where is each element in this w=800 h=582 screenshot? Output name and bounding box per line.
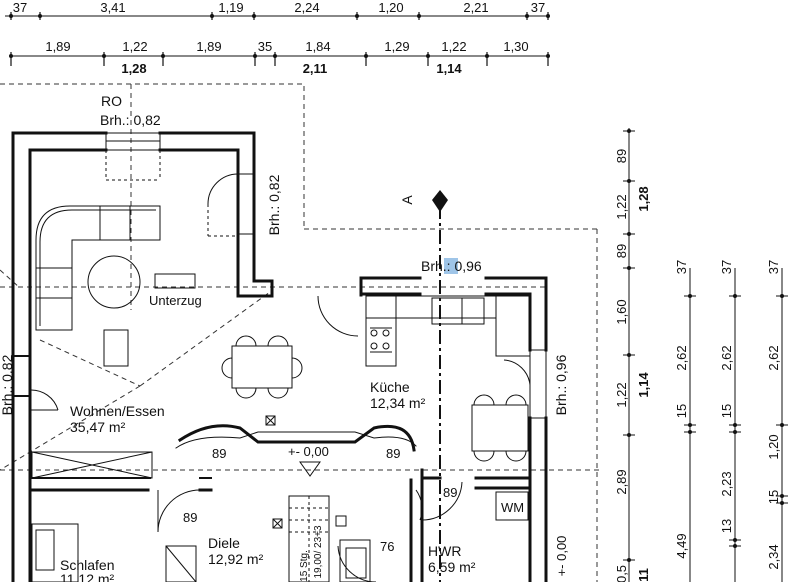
- dim-right-3: 89: [614, 244, 629, 258]
- dim-c3-1: 37: [719, 260, 734, 274]
- dim-row2-4: 35: [258, 39, 272, 54]
- top-dimension-dots: [9, 14, 550, 58]
- selection-highlight: [444, 258, 458, 274]
- label-brh-left: Brh.: 0,82: [0, 354, 15, 415]
- kitchen-counter: [365, 295, 531, 367]
- stairs-label: 15 Stg.: [299, 550, 310, 582]
- dim-right-2: 1,22: [614, 194, 629, 219]
- dim-right-7: 0,5: [614, 565, 629, 582]
- right-dimension-dots: [627, 129, 784, 562]
- room-wohnen-name: Wohnen/Essen: [70, 403, 165, 419]
- room-hwr-name: HWR: [428, 543, 461, 559]
- dim-row2-6: 1,29: [384, 39, 409, 54]
- dim-c4-1: 37: [766, 260, 781, 274]
- section-line: [432, 190, 458, 582]
- label-brh-top: Brh.: 0,82: [100, 112, 161, 128]
- dim-top-5: 1,20: [378, 0, 403, 15]
- label-brh-kitchen: Brh.: 0,96: [421, 258, 482, 274]
- room-diele-name: Diele: [208, 535, 240, 551]
- label-brh-angle: Brh.: 0,82: [266, 174, 282, 235]
- window-top: [105, 132, 161, 181]
- dim-row2-1: 1,89: [45, 39, 70, 54]
- level-label-right: +- 0,00: [554, 536, 569, 577]
- dim-top-4: 2,24: [294, 0, 319, 15]
- dim-row2-5: 1,84: [305, 39, 330, 54]
- stairs-dims: 19,00/ 23+3: [313, 525, 324, 579]
- dim-c3-3: 15: [719, 404, 734, 418]
- sideboard: [31, 451, 153, 479]
- dim-c2-4: 4,49: [674, 533, 689, 558]
- dim-right-sub-3: 11: [636, 568, 651, 582]
- room-wohnen-area: 35,47 m²: [70, 419, 126, 435]
- window-left: [12, 355, 59, 411]
- dim-c4-3: 1,20: [766, 434, 781, 459]
- room-hwr-area: 6,59 m²: [428, 559, 476, 575]
- label-unterzug: Unterzug: [149, 293, 202, 308]
- level-label: +- 0,00: [288, 444, 329, 459]
- dim-right-sub-1: 1,28: [636, 186, 651, 211]
- dim-top-1: 37: [13, 0, 27, 15]
- section-label-a: A: [399, 195, 415, 205]
- door-width-4: 89: [443, 485, 457, 500]
- dim-row2-3: 1,89: [196, 39, 221, 54]
- dim-c4-4: 15: [766, 490, 781, 504]
- dim-row2-8: 1,30: [503, 39, 528, 54]
- dim-row2-7: 1,22: [441, 39, 466, 54]
- room-kueche-area: 12,34 m²: [370, 395, 426, 411]
- kitchen-table: [471, 394, 529, 462]
- room-schlafen-name: Schlafen: [60, 557, 114, 573]
- dim-top-2: 3,41: [100, 0, 125, 15]
- dim-right-6: 2,89: [614, 469, 629, 494]
- room-kueche-name: Küche: [370, 379, 410, 395]
- dim-right-4: 1,60: [614, 299, 629, 324]
- room-diele-area: 12,92 m²: [208, 551, 264, 567]
- door-swings: [157, 295, 463, 582]
- dim-right-5: 1,22: [614, 382, 629, 407]
- dim-top-7: 37: [531, 0, 545, 15]
- dim-right-sub-2: 1,14: [636, 372, 651, 398]
- dim-top-6: 2,21: [463, 0, 488, 15]
- dim-sub-1: 1,28: [121, 61, 146, 76]
- washing-machine: [495, 491, 529, 521]
- label-brh-right: Brh.: 0,96: [553, 354, 569, 415]
- dim-row2-2: 1,22: [122, 39, 147, 54]
- stairs: [288, 495, 371, 582]
- bed: [31, 523, 79, 582]
- label-ro: RO: [101, 93, 122, 109]
- dim-c3-4: 2,23: [719, 471, 734, 496]
- dim-c4-5: 2,34: [766, 544, 781, 569]
- wardrobe: [165, 545, 197, 582]
- dim-sub-3: 1,14: [436, 61, 462, 76]
- dim-c2-3: 15: [674, 404, 689, 418]
- window-angle: [207, 173, 255, 237]
- window-right: [503, 349, 547, 419]
- projection-lines: [0, 83, 600, 582]
- dim-sub-2: 2,11: [303, 61, 328, 76]
- dim-c4-2: 2,62: [766, 345, 781, 370]
- sofa: [35, 205, 196, 367]
- markers: [265, 415, 321, 529]
- door-width-1: 89: [212, 446, 226, 461]
- door-width-2: 89: [386, 446, 400, 461]
- dining-table: [221, 335, 303, 399]
- door-width-3: 89: [183, 510, 197, 525]
- door-width-5: 76: [380, 539, 394, 554]
- dim-top-3: 1,19: [218, 0, 243, 15]
- dim-c3-2: 2,62: [719, 345, 734, 370]
- dim-right-1: 89: [614, 149, 629, 163]
- dim-c2-1: 37: [674, 260, 689, 274]
- dim-c3-5: 13: [719, 519, 734, 533]
- label-wm: WM: [501, 500, 524, 515]
- room-schlafen-area: 11,12 m²: [60, 571, 115, 582]
- dim-c2-2: 2,62: [674, 345, 689, 370]
